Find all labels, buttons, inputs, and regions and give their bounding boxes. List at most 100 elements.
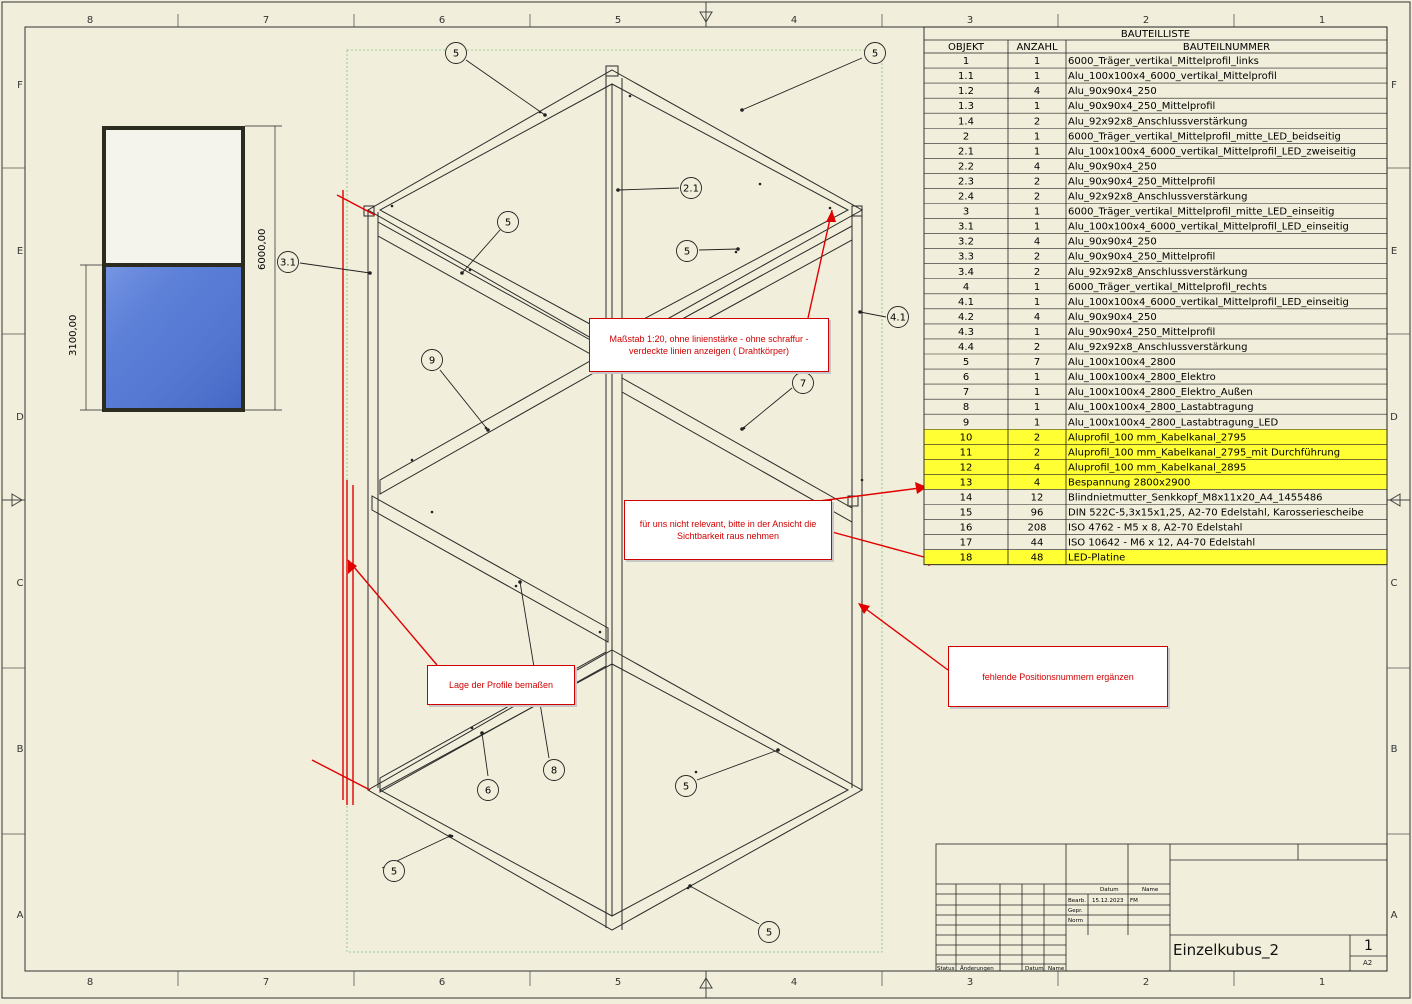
bom-row-highlight (924, 549, 1387, 565)
bom-cell-anzahl: 1 (1034, 222, 1040, 233)
balloon-label: 5 (766, 928, 772, 939)
hole-mark (390, 204, 394, 208)
balloon-label: 4.1 (890, 313, 906, 324)
bom-cell-objekt: 3.1 (958, 222, 974, 233)
bom-cell-anzahl: 1 (1034, 387, 1040, 398)
zone-row-left: C (17, 578, 24, 589)
bom-cell-anzahl: 2 (1034, 192, 1040, 203)
bom-cell-bauteilnummer: Alu_90x90x4_250 (1068, 161, 1157, 172)
bom-cell-bauteilnummer: Aluprofil_100 mm_Kabelkanal_2795_mit Dur… (1068, 447, 1340, 458)
bom-cell-bauteilnummer: Bespannung 2800x2900 (1068, 477, 1190, 488)
tb-name: FM (1130, 898, 1138, 904)
bom-cell-bauteilnummer: Alu_100x100x4_6000_vertikal_Mittelprofil (1068, 71, 1277, 82)
bom-header: BAUTEILNUMMER (1183, 42, 1270, 53)
bom-cell-anzahl: 1 (1034, 207, 1040, 218)
bom-cell-anzahl: 1 (1034, 327, 1040, 338)
bom-cell-bauteilnummer: Alu_92x92x8_Anschlussverstärkung (1068, 192, 1247, 203)
bom-cell-bauteilnummer: Aluprofil_100 mm_Kabelkanal_2895 (1068, 462, 1246, 473)
zone-ticks (2, 14, 1410, 986)
bom-cell-bauteilnummer: Alu_100x100x4_2800_Lastabtragung_LED (1068, 417, 1279, 428)
mid-right-diagonal (621, 377, 853, 523)
bom-header: OBJEKT (948, 42, 985, 53)
bom-cell-anzahl: 2 (1034, 342, 1040, 353)
bom-cell-anzahl: 4 (1034, 462, 1040, 473)
upper-left-diagonal (377, 221, 613, 367)
bom-cell-anzahl: 4 (1034, 312, 1040, 323)
bom-cell-bauteilnummer: 6000_Träger_vertikal_Mittelprofil_rechts (1068, 282, 1267, 293)
balloon-circle (543, 759, 565, 781)
bom-cell-anzahl: 44 (1031, 538, 1044, 549)
bom-cell-bauteilnummer: Aluprofil_100 mm_Kabelkanal_2795 (1068, 432, 1246, 443)
bom-cell-objekt: 1.4 (958, 116, 974, 127)
balloon-label: 7 (800, 379, 806, 390)
zone-col-top: 8 (87, 15, 93, 26)
bom-cell-anzahl: 2 (1034, 176, 1040, 187)
bom-cell-anzahl: 1 (1034, 146, 1040, 157)
bom-cell-bauteilnummer: Alu_100x100x4_2800_Elektro (1068, 372, 1216, 383)
balloon-circle (675, 775, 697, 797)
bom-cell-bauteilnummer: Alu_100x100x4_2800_Elektro_Außen (1068, 387, 1253, 398)
balloon-circle (445, 42, 467, 64)
hole-mark (470, 726, 474, 730)
hole-mark (598, 630, 602, 634)
bom-cell-anzahl: 4 (1034, 237, 1040, 248)
bom-cell-bauteilnummer: 6000_Träger_vertikal_Mittelprofil_mitte_… (1068, 207, 1335, 218)
balloon-label: 5 (453, 49, 459, 60)
bom-cell-anzahl: 1 (1034, 282, 1040, 293)
top-inner (378, 83, 850, 337)
bom-cell-bauteilnummer: ISO 4762 - M5 x 8, A2-70 Edelstahl (1068, 523, 1242, 534)
tb-name2: Name (1048, 966, 1065, 972)
note-profiles: Lage der Profile bemaßen (427, 665, 575, 705)
tb-date: 15.12.2023 (1092, 898, 1124, 904)
elevation-thumbnail: 6000,00 3100,00 (68, 125, 282, 412)
bom-cell-anzahl: 1 (1034, 417, 1040, 428)
bom-cell-objekt: 3 (963, 207, 969, 218)
zone-row-right: D (1390, 412, 1398, 423)
bom-cell-anzahl: 1 (1034, 372, 1040, 383)
bom-cell-anzahl: 2 (1034, 116, 1040, 127)
hole-mark (686, 886, 690, 890)
dim-total-height: 6000,00 (257, 229, 268, 270)
zone-row-left: E (17, 246, 23, 257)
markup-lines (311, 190, 949, 805)
bottom-outer (366, 649, 864, 931)
bom-cell-bauteilnummer: Alu_92x92x8_Anschlussverstärkung (1068, 342, 1247, 353)
balloon-circle (676, 240, 698, 262)
zone-col-top: 7 (263, 15, 269, 26)
tb-status: Status (937, 966, 955, 972)
bom-cell-anzahl: 1 (1034, 101, 1040, 112)
hole-mark (628, 94, 632, 98)
bom-cell-objekt: 12 (960, 462, 973, 473)
zone-col-bottom: 2 (1143, 977, 1149, 988)
bom-cell-bauteilnummer: Alu_90x90x4_250_Mittelprofil (1068, 327, 1215, 338)
tb-bearb: Bearb. (1068, 898, 1086, 904)
title-block-labels: Datum Name Bearb. 15.12.2023 FM Gepr. No… (937, 887, 1159, 972)
note-scale: Maßstab 1:20, ohne linienstärke - ohne s… (589, 318, 829, 372)
hole-mark (860, 478, 864, 482)
zone-row-left: F (17, 80, 23, 91)
bom-cell-bauteilnummer: ISO 10642 - M6 x 12, A4-70 Edelstahl (1068, 538, 1255, 549)
bom-header: ANZAHL (1016, 42, 1058, 53)
hole-mark (734, 250, 738, 254)
zone-row-right: A (1391, 910, 1398, 921)
bom-cell-objekt: 2.4 (958, 192, 974, 203)
title-block (935, 843, 1388, 972)
bom-cell-objekt: 18 (960, 553, 973, 564)
zone-row-right: F (1391, 80, 1397, 91)
view-boundary (346, 49, 883, 953)
bom-cell-objekt: 4.1 (958, 297, 974, 308)
bom-cell-objekt: 5 (963, 357, 969, 368)
bom-cell-bauteilnummer: Alu_100x100x4_6000_vertikal_Mittelprofil… (1068, 222, 1349, 233)
hole-marks (390, 94, 864, 890)
bom-cell-objekt: 6 (963, 372, 969, 383)
bom-cell-anzahl: 2 (1034, 447, 1040, 458)
bom-cell-objekt: 8 (963, 402, 969, 413)
bom-cell-bauteilnummer: Alu_90x90x4_250_Mittelprofil (1068, 252, 1215, 263)
bom-cell-anzahl: 1 (1034, 56, 1040, 67)
bom-cell-objekt: 4.2 (958, 312, 974, 323)
zone-row-right: C (1391, 578, 1398, 589)
zone-col-bottom: 3 (967, 977, 973, 988)
